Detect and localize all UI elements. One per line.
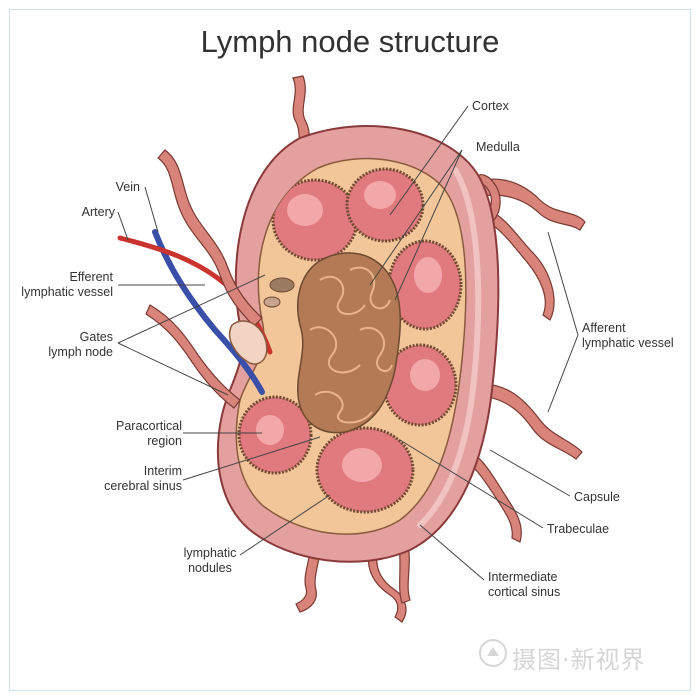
label-paracortical-line1: Paracortical — [116, 419, 182, 433]
label-medulla: Medulla — [476, 140, 520, 154]
image-frame — [9, 9, 691, 691]
label-artery: Artery — [81, 205, 115, 219]
medulla-region — [297, 252, 401, 434]
watermark-text: 摄图·新视界 — [512, 646, 646, 674]
diagram-title: Lymph node structure — [200, 24, 500, 59]
label-afferent-line2: lymphatic vessel — [582, 336, 674, 350]
label-paracortical-line2: region — [147, 434, 182, 448]
gates-vessel — [145, 304, 241, 409]
leader-lines — [117, 105, 579, 581]
label-efferent-line2: lymphatic vessel — [21, 285, 113, 299]
label-afferent-line1: Afferent — [582, 321, 626, 335]
watermark-logo-icon — [479, 639, 507, 667]
label-vein: Vein — [115, 180, 140, 194]
label-efferent-line1: Efferent — [69, 270, 113, 284]
label-intermediate-line1: Intermediate — [488, 570, 558, 584]
label-capsule: Capsule — [574, 490, 620, 504]
gates-lymph-node — [228, 320, 268, 365]
small-node-2 — [263, 296, 281, 308]
label-nodules-line1: lymphatic — [183, 546, 237, 560]
label-nodules-line2: nodules — [188, 561, 232, 575]
vein-vessel — [152, 229, 265, 395]
label-intermediate-line2: cortical sinus — [488, 585, 561, 599]
label-gates-line1: Gates — [79, 330, 113, 344]
small-node — [269, 277, 295, 293]
label-cortex: Cortex — [472, 99, 509, 113]
label-interim-line1: Interim — [143, 464, 182, 478]
label-interim-line2: cerebral sinus — [104, 479, 182, 493]
label-gates-line2: lymph node — [48, 345, 113, 359]
lymphatic-nodules — [237, 167, 463, 514]
capsule-highlight — [417, 167, 482, 528]
label-trabeculae: Trabeculae — [547, 522, 610, 536]
